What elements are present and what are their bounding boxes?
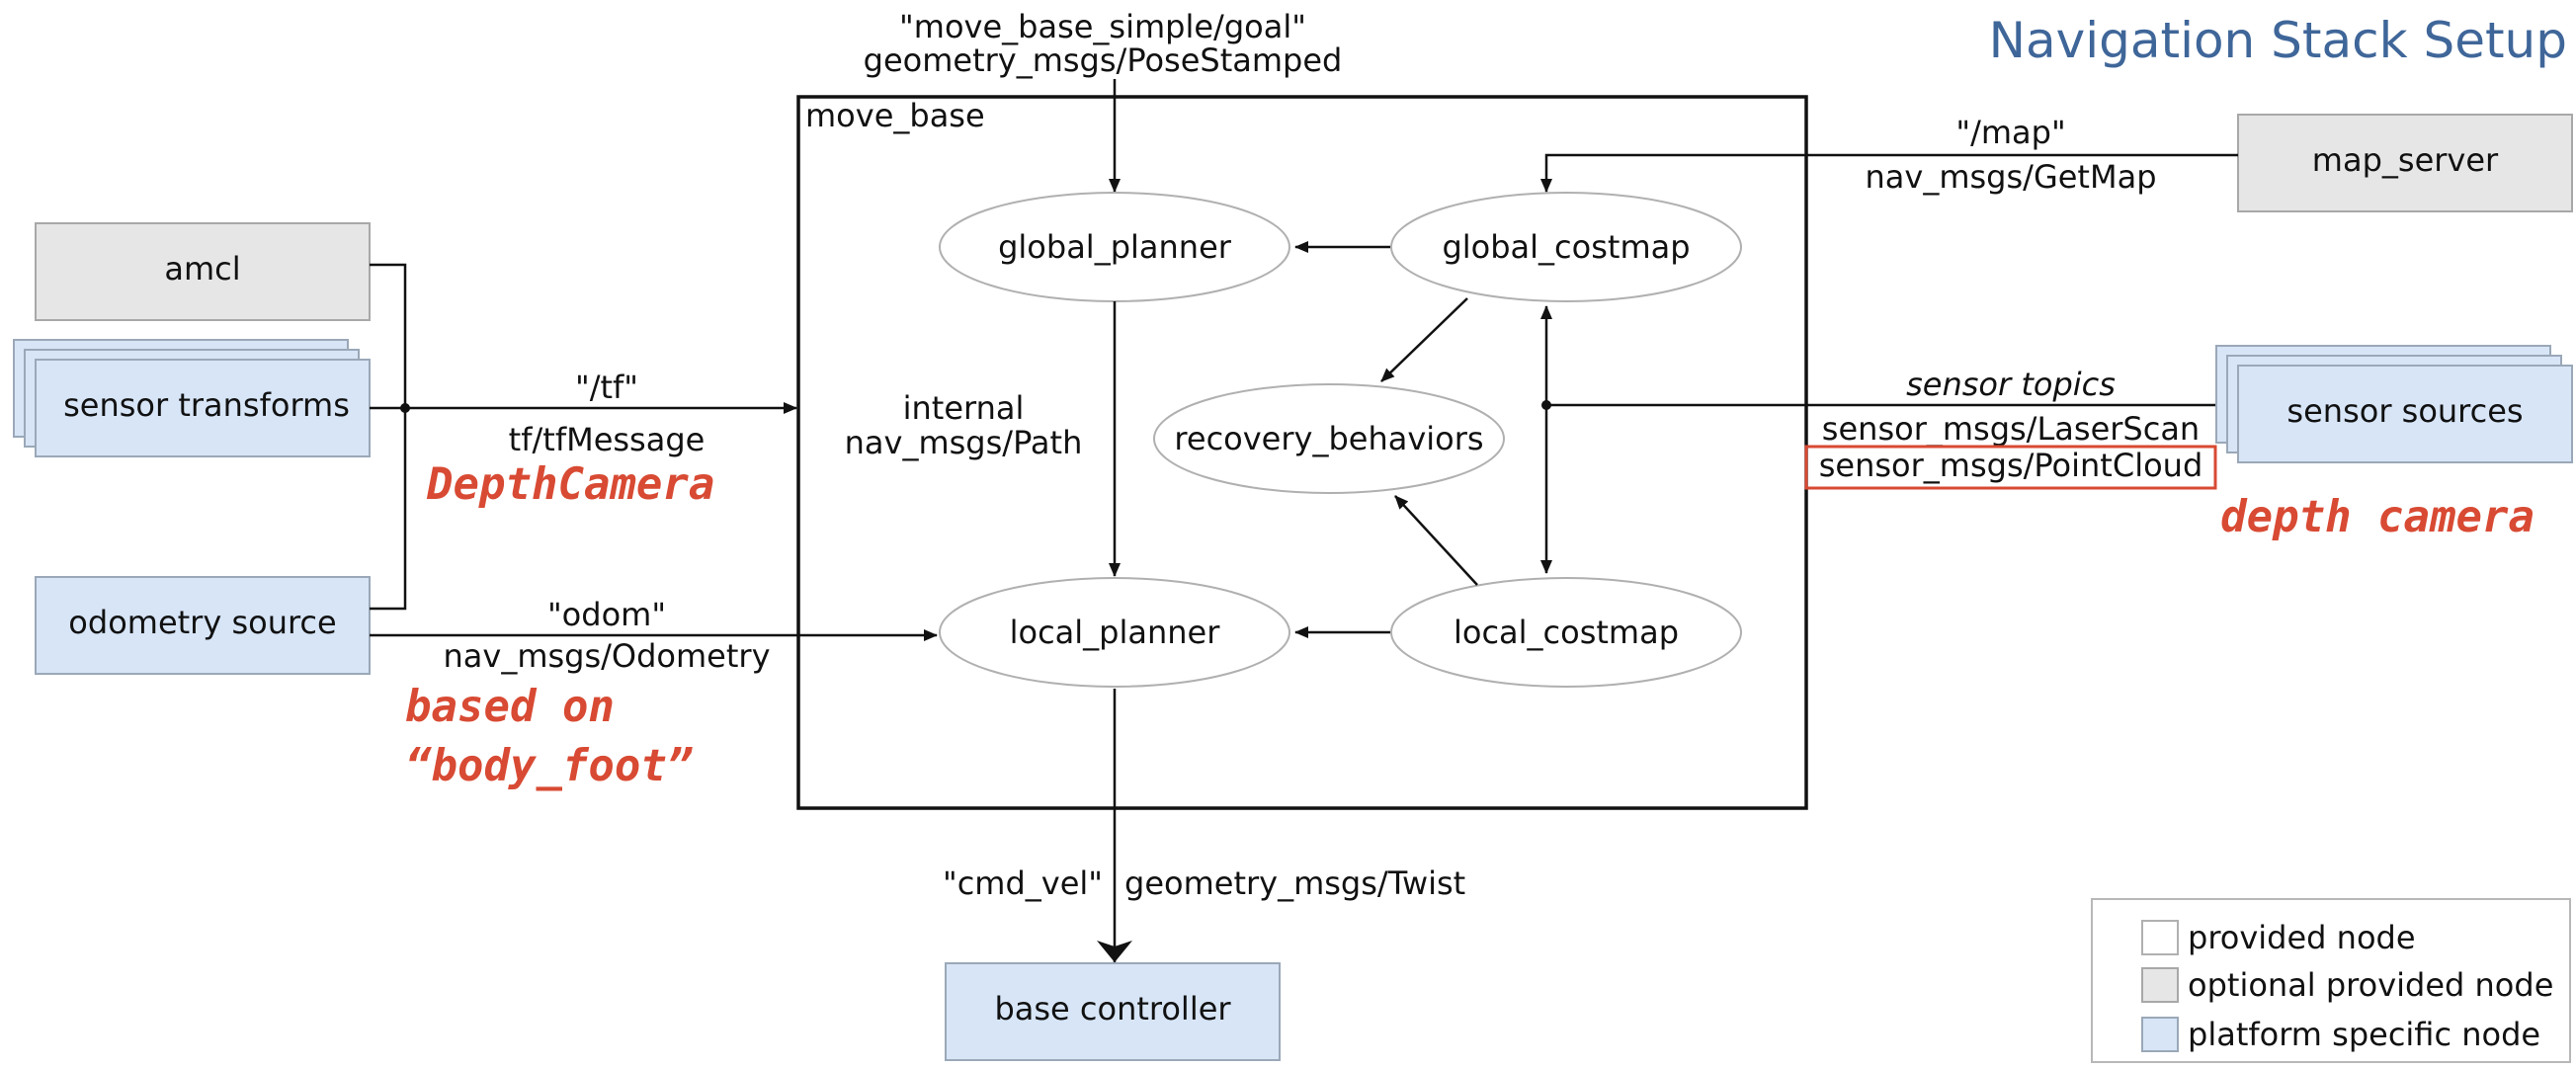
map-topic-label: "/map" xyxy=(1955,114,2065,151)
legend-platform-label: platform specific node xyxy=(2188,1016,2540,1053)
base-controller-node[interactable]: base controller xyxy=(945,962,1281,1061)
legend: provided node optional provided node pla… xyxy=(2091,898,2571,1063)
sensor-topics-label: sensor topics xyxy=(1906,366,2116,403)
edge-global-costmap-to-recovery xyxy=(1380,297,1468,382)
legend-optional-label: optional provided node xyxy=(2188,966,2553,1004)
global-planner-label: global_planner xyxy=(998,228,1232,266)
amcl-node[interactable]: amcl xyxy=(35,222,371,321)
recovery-behaviors-node[interactable]: recovery_behaviors xyxy=(1153,383,1505,494)
edge-map-server-to-global-costmap xyxy=(1540,153,2238,193)
global-costmap-label: global_costmap xyxy=(1442,228,1690,266)
map-type-label: nav_msgs/GetMap xyxy=(1866,158,2157,196)
goal-topic-label: "move_base_simple/goal" xyxy=(899,8,1306,45)
recovery-behaviors-label: recovery_behaviors xyxy=(1174,420,1483,457)
laserscan-label: sensor_msgs/LaserScan xyxy=(1822,410,2200,448)
body-foot-note: “body_foot” xyxy=(405,741,693,791)
pointcloud-highlight-box xyxy=(1804,445,2217,490)
move-base-label: move_base xyxy=(805,97,985,134)
global-costmap-node[interactable]: global_costmap xyxy=(1390,192,1742,302)
sensor-sources-node[interactable]: sensor sources xyxy=(2215,345,2573,463)
diagram-title: Navigation Stack Setup xyxy=(1989,12,2567,69)
path-label-line2: nav_msgs/Path xyxy=(845,424,1083,461)
legend-provided-swatch xyxy=(2141,920,2179,955)
local-planner-label: local_planner xyxy=(1010,614,1221,651)
sensor-transforms-node[interactable]: sensor transforms xyxy=(13,339,371,457)
local-costmap-label: local_costmap xyxy=(1454,614,1679,651)
cmd-vel-type-label: geometry_msgs/Twist xyxy=(1124,864,1465,902)
tf-topic-label: "/tf" xyxy=(575,369,638,406)
local-planner-node[interactable]: local_planner xyxy=(939,577,1290,688)
edge-local-costmap-to-recovery xyxy=(1394,495,1478,586)
legend-platform-swatch xyxy=(2141,1017,2179,1052)
legend-provided-label: provided node xyxy=(2188,919,2416,956)
pointcloud-label: sensor_msgs/PointCloud xyxy=(1819,447,2203,484)
edge-amcl-to-tf-bus xyxy=(370,263,407,611)
legend-optional-swatch xyxy=(2141,967,2179,1003)
depth-camera-note-right: depth camera xyxy=(2220,492,2534,542)
sensor-sources-label: sensor sources xyxy=(2286,392,2523,430)
sensor-transforms-label: sensor transforms xyxy=(63,386,350,424)
odom-topic-label: "odom" xyxy=(547,596,666,633)
odometry-source-label: odometry source xyxy=(68,604,336,641)
odometry-source-node[interactable]: odometry source xyxy=(35,576,371,675)
local-costmap-node[interactable]: local_costmap xyxy=(1390,577,1742,688)
base-controller-label: base controller xyxy=(994,990,1231,1028)
goal-type-label: geometry_msgs/PoseStamped xyxy=(864,41,1343,79)
cmd-vel-topic-label: "cmd_vel" xyxy=(943,864,1103,902)
map-server-label: map_server xyxy=(2312,141,2499,179)
path-label-line1: internal xyxy=(903,389,1025,427)
map-server-node[interactable]: map_server xyxy=(2237,114,2573,212)
tf-type-label: tf/tfMessage xyxy=(509,421,706,458)
depth-camera-note-left: DepthCamera xyxy=(426,459,714,510)
global-planner-node[interactable]: global_planner xyxy=(939,192,1290,302)
based-on-note: based on xyxy=(405,682,615,732)
odom-type-label: nav_msgs/Odometry xyxy=(443,637,770,675)
amcl-label: amcl xyxy=(164,250,240,288)
